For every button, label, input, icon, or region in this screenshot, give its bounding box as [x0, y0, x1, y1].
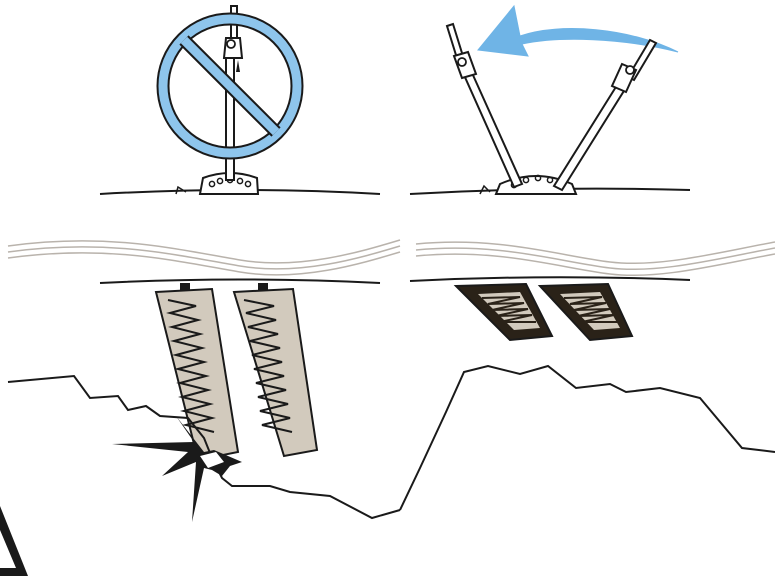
fin-retracted-1 [456, 284, 552, 340]
panel-correct [400, 6, 775, 510]
seabed-profile-right [400, 366, 775, 510]
fin-retracted-2 [540, 284, 632, 340]
water-surface-left [8, 240, 400, 275]
fin-deployed-2 [234, 289, 317, 456]
panel-incorrect [0, 6, 400, 576]
lever-tilted-right [554, 40, 656, 190]
water-surface-right [416, 242, 775, 275]
hull-bottom-line-right [410, 277, 690, 281]
warning-triangle-icon [0, 506, 28, 576]
fin-bracket-1 [180, 283, 190, 291]
fin-bracket-2 [258, 283, 268, 291]
fin-deployed-1 [156, 289, 238, 460]
hull-bottom-line-left [100, 280, 380, 284]
